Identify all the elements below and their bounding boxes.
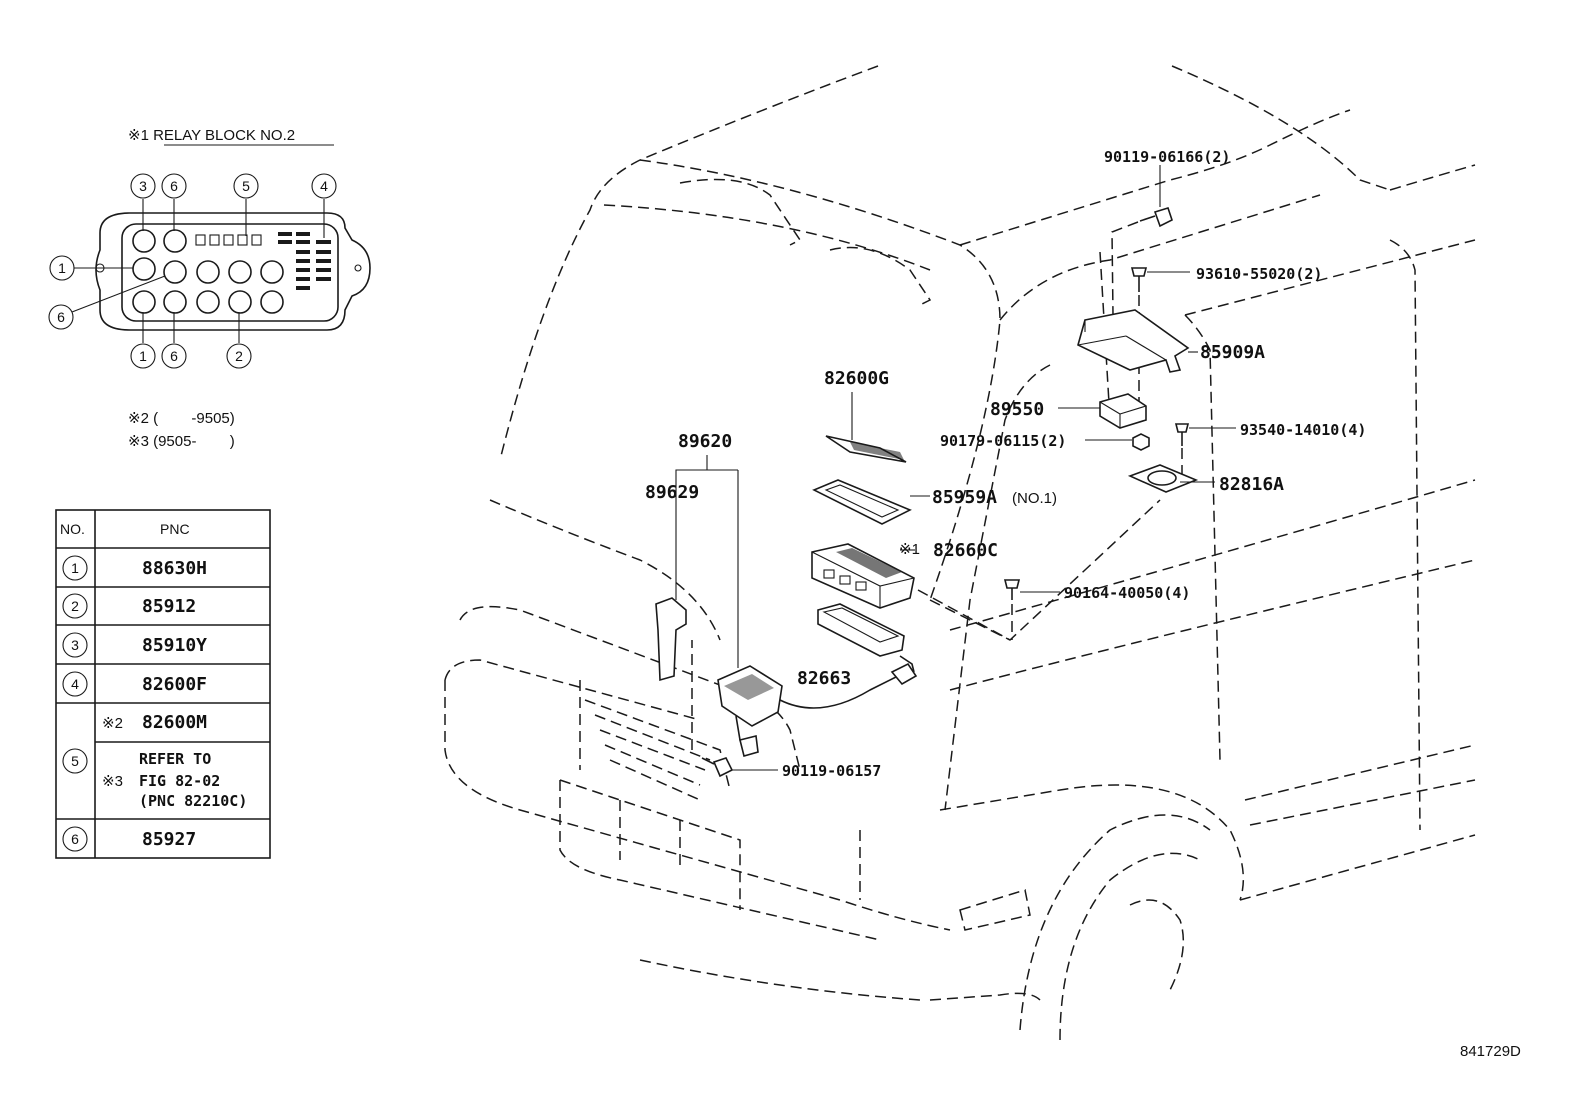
module-89550 — [1058, 393, 1147, 429]
svg-text:2: 2 — [235, 348, 243, 364]
harness-89620 — [717, 470, 783, 757]
svg-text:6: 6 — [71, 831, 79, 847]
cover-82663 — [779, 603, 918, 709]
bottom-callouts: 1 6 2 — [130, 312, 252, 369]
svg-text:82600F: 82600F — [142, 674, 207, 695]
svg-text:2: 2 — [71, 598, 79, 614]
bracket-85909A — [1077, 309, 1198, 373]
callout-82816A: 82816A — [1219, 474, 1284, 495]
svg-text:※2: ※2 — [102, 715, 123, 732]
svg-text:88630H: 88630H — [142, 558, 207, 579]
bolt-90164-40050 — [1003, 579, 1060, 640]
svg-text:1: 1 — [139, 348, 147, 364]
blade-fuses — [278, 232, 331, 290]
svg-text:6: 6 — [170, 178, 178, 194]
left-callouts: 1 6 — [48, 255, 166, 330]
mount-line — [917, 499, 1161, 641]
bracket-89629 — [655, 496, 687, 682]
callout-85959A-note: (NO.1) — [1012, 490, 1057, 507]
top-callouts: 3 6 5 4 — [130, 173, 337, 238]
callout-90119-06157: 90119-06157 — [782, 762, 881, 780]
label-82600G — [825, 392, 907, 463]
svg-text:85912: 85912 — [142, 596, 196, 617]
table-header-pnc: PNC — [160, 521, 190, 537]
table-row: 1 88630H — [62, 555, 207, 581]
callout-90179-06115: 90179-06115(2) — [940, 432, 1066, 450]
bolt-90119-06157 — [691, 640, 778, 778]
callout-89550: 89550 — [990, 399, 1044, 420]
callout-82660C-mark: ※1 — [899, 541, 920, 558]
svg-text:FIG 82-02: FIG 82-02 — [139, 772, 220, 790]
svg-text:82600M: 82600M — [142, 712, 207, 733]
relay-sockets — [132, 229, 284, 314]
relay-block-title: ※1 RELAY BLOCK NO.2 — [128, 127, 295, 144]
vehicle-outline — [444, 65, 1476, 1041]
svg-text:3: 3 — [139, 178, 147, 194]
callout-82660C: 82660C — [933, 540, 998, 561]
fuse-row — [195, 234, 262, 246]
svg-text:REFER TO: REFER TO — [139, 750, 211, 768]
screw-93540-14010 — [1174, 423, 1236, 478]
callout-85909A: 85909A — [1200, 342, 1265, 363]
callout-82600G: 82600G — [824, 368, 889, 389]
callout-93540-14010: 93540-14010(4) — [1240, 421, 1366, 439]
table-row: 2 85912 — [62, 593, 196, 619]
relay-block-inset: ※1 RELAY BLOCK NO.2 — [48, 127, 371, 369]
callout-89620: 89620 — [678, 431, 732, 452]
callout-90164-40050: 90164-40050(4) — [1064, 584, 1190, 602]
table-row: 6 85927 — [62, 826, 196, 852]
table-header-no: NO. — [60, 521, 85, 537]
svg-text:6: 6 — [57, 309, 65, 325]
svg-text:※3: ※3 — [102, 773, 123, 790]
svg-text:3: 3 — [71, 637, 79, 653]
callout-82663: 82663 — [797, 668, 851, 689]
note-3: ※3 (9505- ) — [128, 433, 235, 450]
svg-text:6: 6 — [170, 348, 178, 364]
relay-block-housing — [95, 212, 371, 331]
table-row: 3 85910Y — [62, 632, 207, 658]
svg-text:5: 5 — [71, 753, 79, 769]
callout-bracket-89620 — [675, 455, 738, 496]
relay-block-inner — [121, 223, 339, 322]
svg-text:4: 4 — [71, 676, 79, 692]
callout-89629: 89629 — [645, 482, 699, 503]
note-2: ※2 ( -9505) — [128, 410, 235, 427]
plate-82816A — [1127, 464, 1215, 493]
svg-text:5: 5 — [242, 178, 250, 194]
svg-text:1: 1 — [71, 560, 79, 576]
svg-text:85910Y: 85910Y — [142, 635, 207, 656]
callout-93610-55020: 93610-55020(2) — [1196, 265, 1322, 283]
bolt-90119-06166 — [1111, 165, 1173, 316]
svg-text:(PNC 82210C): (PNC 82210C) — [139, 792, 247, 810]
svg-text:1: 1 — [58, 260, 66, 276]
svg-text:85927: 85927 — [142, 829, 196, 850]
svg-text:4: 4 — [320, 178, 328, 194]
table-row: 4 82600F — [62, 671, 207, 697]
callout-90119-06166: 90119-06166(2) — [1104, 148, 1230, 166]
gasket-85959A — [812, 479, 930, 525]
relay-block-82660C — [811, 543, 915, 609]
callout-85959A: 85959A — [932, 487, 997, 508]
nut-90179-06115 — [1085, 433, 1150, 451]
table-row: 5 ※2 82600M REFER TO ※3 FIG 82-02 (PNC 8… — [62, 712, 247, 810]
pnc-table: NO. PNC 1 88630H 2 85912 3 85910Y 4 8260… — [55, 509, 271, 859]
figure-id: 841729D — [1460, 1043, 1521, 1060]
